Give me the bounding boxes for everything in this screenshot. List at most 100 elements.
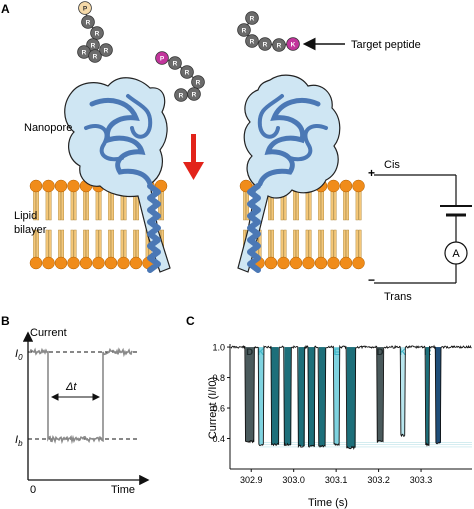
event-label: D <box>377 347 384 358</box>
target-peptide-residue-letter: R <box>242 28 247 35</box>
lipid-head <box>67 179 80 193</box>
lipid-tail <box>73 189 77 221</box>
lipid-tail <box>308 189 312 221</box>
peptide-1-residue <box>78 1 92 15</box>
chart-y-tick-label: 0.8 <box>212 373 225 383</box>
event-label: R <box>298 347 305 358</box>
current-trace-line <box>230 344 472 451</box>
peptide-2-residue <box>174 88 188 102</box>
lipid-tail <box>108 189 112 221</box>
event-label: R <box>272 347 279 358</box>
chart-x-tick-label: 303.0 <box>282 475 305 485</box>
chart-x-tick-label: 303.2 <box>367 475 390 485</box>
lipid-head <box>42 256 55 270</box>
lipid-tail <box>330 189 334 221</box>
event-block-r <box>298 347 305 447</box>
lipid-head <box>54 256 68 270</box>
schematic-current-trace <box>28 347 133 445</box>
lipid-tail <box>346 229 349 261</box>
target-peptide-residue <box>286 37 300 51</box>
delta-t-label: Δt <box>65 381 77 393</box>
lipid-tail <box>95 229 99 261</box>
lipid-tail <box>268 229 271 261</box>
event-block-k <box>400 347 405 436</box>
target-peptide-residue-letter: K <box>291 42 296 49</box>
lipid-head <box>327 179 340 193</box>
plus-sign: + <box>368 166 375 180</box>
nanopore-label: Nanopore <box>24 122 72 134</box>
peptide-1-residue-letter: R <box>82 50 87 57</box>
target-peptide-residue-letter: R <box>263 42 268 49</box>
event-block-r <box>271 347 279 445</box>
panel-b: B Current Time 0 I0 Ib Δt <box>1 314 150 496</box>
event-block-r <box>308 347 315 447</box>
lipid-tail <box>61 189 65 221</box>
lipid-tail <box>321 229 324 261</box>
minus-sign: − <box>368 273 375 287</box>
lipid-tail <box>120 229 124 261</box>
lipid-head <box>29 256 43 270</box>
cis-label: Cis <box>384 159 400 171</box>
panel-label-c: C <box>186 314 195 328</box>
lipid-tail <box>305 189 309 221</box>
chart-y-tick-label: 1.0 <box>212 343 225 353</box>
event-block-d <box>245 347 255 442</box>
lipid-tail <box>70 229 74 261</box>
lipid-tail <box>70 189 74 221</box>
lipid-bilayer <box>29 179 365 270</box>
lipid-tail <box>318 189 321 221</box>
nanopore-right-half <box>237 74 341 273</box>
lipid-tail <box>346 189 349 221</box>
peptide-1-residue-letter: R <box>86 20 91 27</box>
translocation-arrow-shaft <box>191 134 196 164</box>
lipid-tail <box>86 229 90 261</box>
lipid-head <box>104 256 118 270</box>
nanopore-right-helix <box>247 183 261 273</box>
lipid-tail <box>305 229 309 261</box>
lipid-tail <box>293 229 296 261</box>
lipid-head <box>92 256 105 270</box>
event-label: R <box>284 347 291 358</box>
event-label: K <box>258 347 265 358</box>
electrical-circuit: A + − Cis Trans <box>368 159 472 303</box>
lipid-tail <box>293 189 296 221</box>
target-peptide-residue <box>245 34 259 48</box>
lipid-head <box>339 179 353 193</box>
lipid-tail <box>95 189 99 221</box>
lipid-tail <box>61 229 65 261</box>
lipid-tail <box>83 229 87 261</box>
chart-x-tick-label: 303.1 <box>325 475 348 485</box>
ib-label-main: I <box>15 434 18 446</box>
lipid-label-line2: bilayer <box>14 224 47 236</box>
chart-y-tick-label: 0.4 <box>212 434 225 444</box>
peptide-2-residue-letter: R <box>185 70 190 77</box>
peptide-2-residue-letter: R <box>173 61 178 68</box>
lipid-tail <box>333 229 337 261</box>
ammeter-letter: A <box>452 248 460 260</box>
nanopore-left-half <box>64 77 171 273</box>
lipid-head <box>352 256 365 270</box>
target-peptide-residue <box>272 38 286 52</box>
event-block-e <box>334 347 340 445</box>
lipid-tail <box>296 229 299 261</box>
lipid-tail <box>243 189 246 221</box>
lipid-head <box>314 256 328 270</box>
event-block-h <box>435 347 442 444</box>
target-peptide-residue-letter: R <box>250 39 255 46</box>
lipid-label-line1: Lipid <box>14 210 37 222</box>
peptide-2-residue-letter: R <box>192 92 197 99</box>
event-label: H <box>435 347 442 358</box>
lipid-tail <box>45 189 49 221</box>
lipid-head <box>352 179 365 193</box>
panel-c: C Current (I/I0) Time (s) 0.40.60.81.030… <box>186 314 472 509</box>
lipid-tail <box>296 189 299 221</box>
peptide-2-residue <box>168 56 182 70</box>
lipid-tail <box>330 229 334 261</box>
lipid-head <box>327 256 340 270</box>
lipid-head <box>79 256 93 270</box>
peptide-2-residue-letter: P <box>160 56 165 63</box>
